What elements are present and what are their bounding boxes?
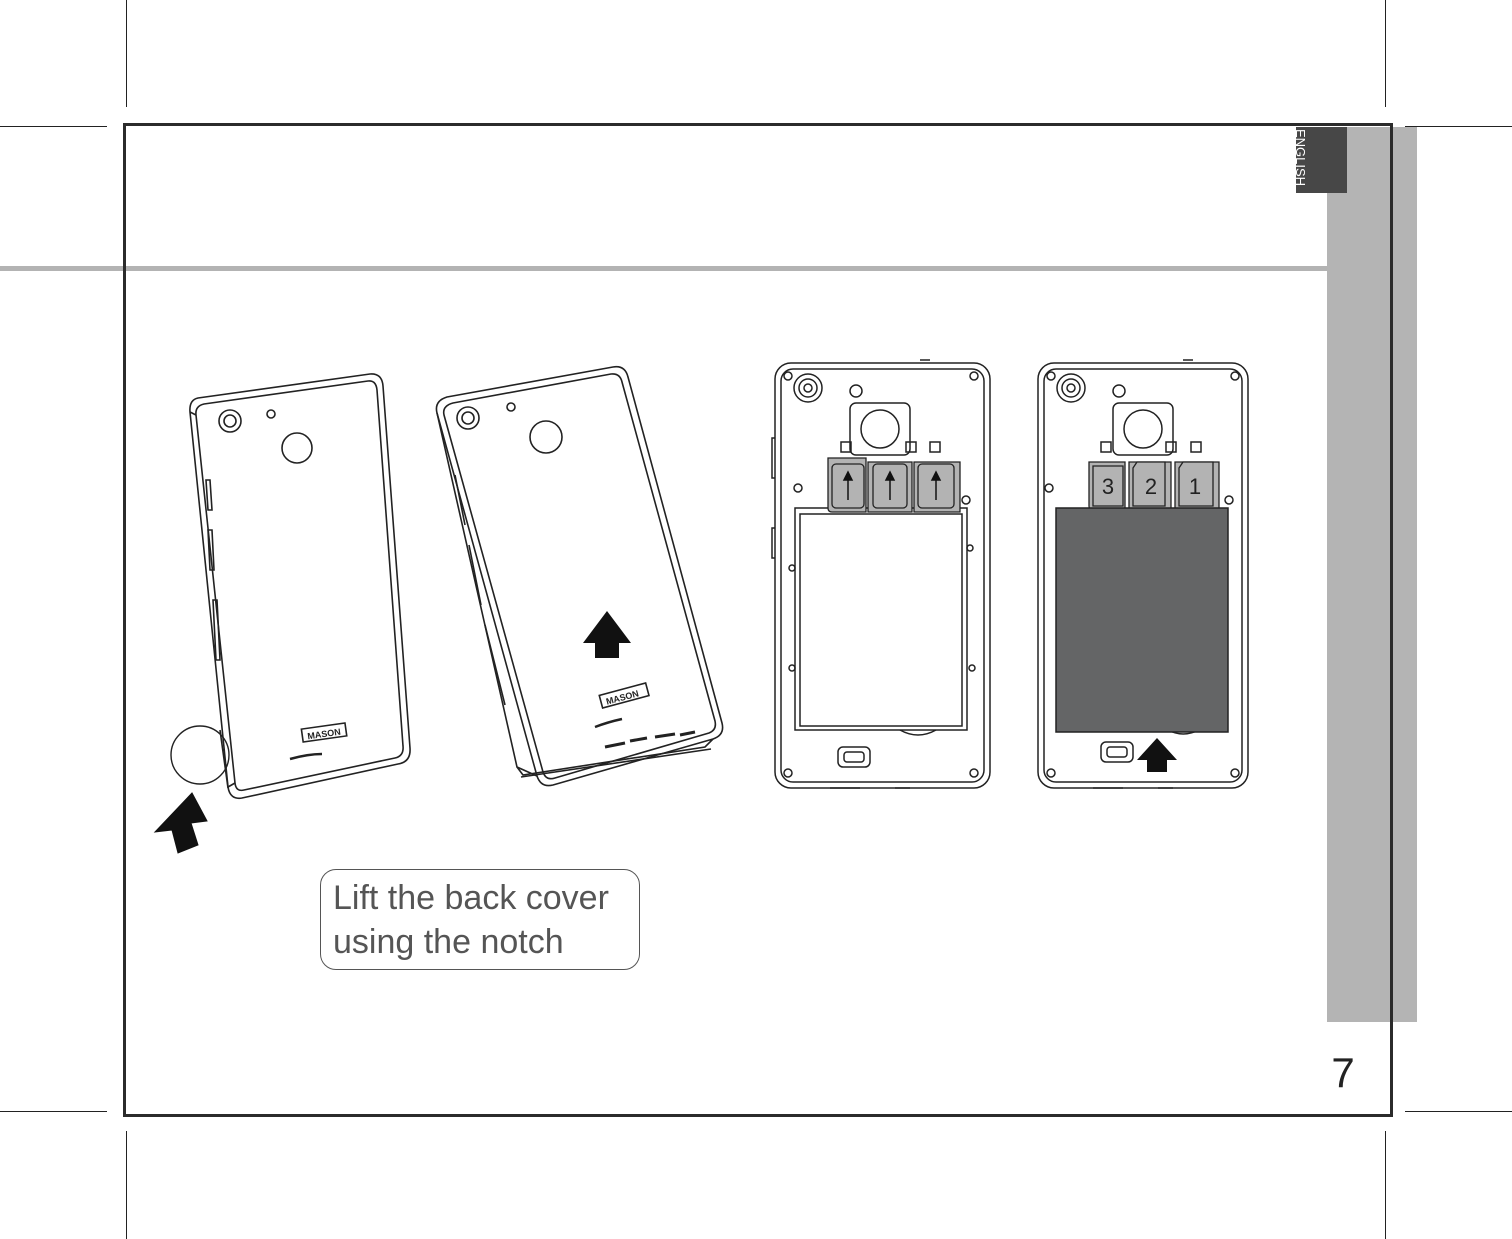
crop-mark-bottom-right-v xyxy=(1385,1131,1386,1239)
page-number: 7 xyxy=(1331,1049,1355,1096)
crop-mark-top-right-h xyxy=(1405,126,1512,127)
brand-label-phone1: MASON xyxy=(307,727,342,742)
crop-mark-bottom-right-h xyxy=(1405,1111,1512,1112)
battery xyxy=(1055,507,1229,733)
language-tab: ENGLISH xyxy=(1293,127,1347,193)
instruction-callout: Lift the back cover using the notch xyxy=(320,869,640,970)
phone-open-sim-slots-illustration xyxy=(771,359,991,789)
phone-back-illustration: MASON xyxy=(153,373,411,854)
crop-mark-top-left-v xyxy=(126,0,127,107)
callout-line-1: Lift the back cover xyxy=(333,879,609,917)
slot-number-2: 2 xyxy=(1145,474,1157,499)
page-frame xyxy=(123,123,1393,1117)
language-tab-label: ENGLISH xyxy=(1293,129,1308,187)
callout-line-2: using the notch xyxy=(333,923,564,961)
slot-number-3: 3 xyxy=(1102,474,1114,499)
phone-cover-lift-illustration: MASON xyxy=(435,365,724,787)
insert-arrow-icons xyxy=(842,470,942,500)
arrow-up-left-icon xyxy=(153,792,208,854)
arrow-up-icon-cover xyxy=(583,611,631,658)
header-rule xyxy=(0,266,1330,271)
crop-mark-bottom-left-v xyxy=(126,1131,127,1239)
slot-number-1: 1 xyxy=(1189,474,1201,499)
phone-cards-inserted-illustration: 3 2 1 xyxy=(1037,359,1249,789)
brand-label-phone2: MASON xyxy=(605,688,640,706)
crop-mark-top-left-h xyxy=(0,126,107,127)
crop-mark-bottom-left-h xyxy=(0,1111,107,1112)
crop-mark-top-right-v xyxy=(1385,0,1386,107)
sim-cards-inserted xyxy=(1088,461,1220,511)
arrow-up-icon-battery xyxy=(1137,738,1177,772)
side-bar xyxy=(1327,127,1417,1022)
